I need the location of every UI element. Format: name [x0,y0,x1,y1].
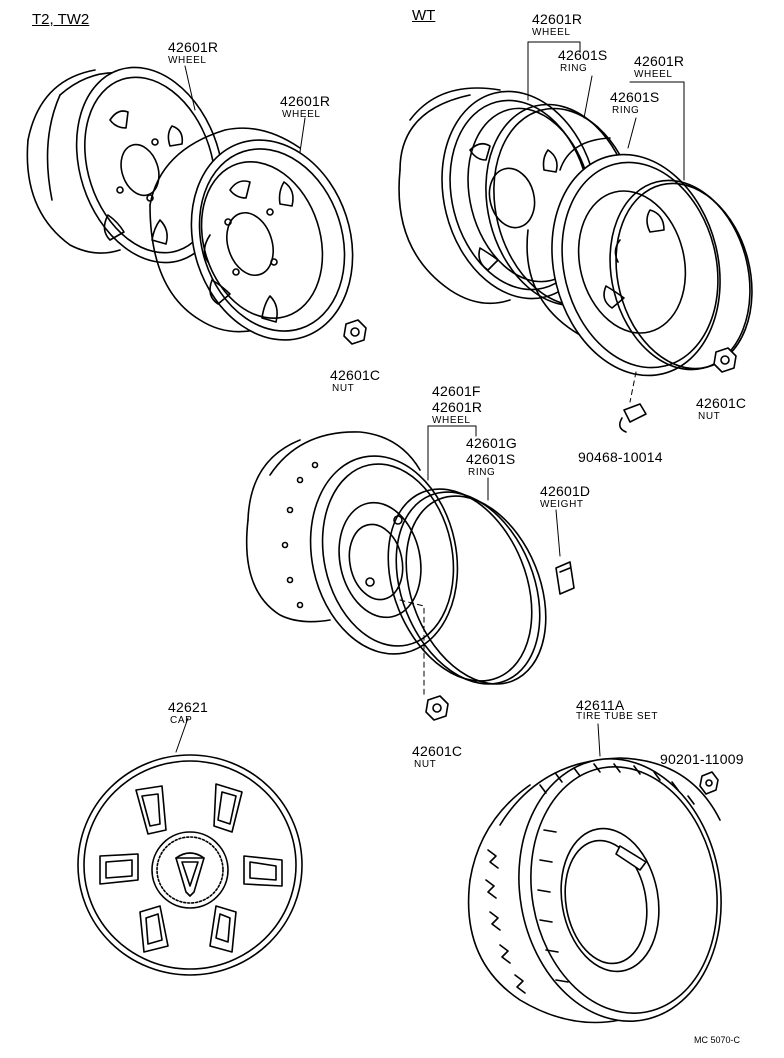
hub-cap [77,717,303,976]
mid-wheel [245,431,459,655]
mid-ring [387,488,547,685]
tr-ring1-name: RING [560,63,588,74]
mid-nut [399,599,449,721]
mid-nut-part-number: 42601C [412,743,463,759]
mid-weight-name: WEIGHT [540,499,584,510]
cap-part-number: 42621 [168,699,208,715]
tl-leader-wheel1 [184,65,196,111]
tl-wheel1-name: WHEEL [168,55,207,66]
tl-nut-part-number: 42601C [330,367,381,383]
tr-wheel1-part-number: 42601R [532,11,583,27]
tl-wheel1-part-number: 42601R [168,39,219,55]
tr-nut-part-number: 42601C [696,395,747,411]
valve-nut [699,771,719,795]
tl-wheel2-part-number: 42601R [280,93,331,109]
mid-ring-part-number-1: 42601G [466,435,518,451]
mid-nut-name: NUT [414,759,437,770]
mid-wheel-name: WHEEL [432,415,471,426]
mid-wheel-part-number-2: 42601R [432,399,483,415]
tr-clip-part-number: 90468-10014 [578,449,663,465]
tr-leaders [527,41,685,181]
tire-part-number: 42611A [576,697,625,713]
tr-wheel2-part-number: 42601R [634,53,685,69]
tire [467,723,722,1024]
tr-ring2-part-number: 42601S [610,89,660,105]
tl-wheel2-name: WHEEL [282,109,321,120]
tire-name: TIRE TUBE SET [576,711,659,722]
tl-nut-name: NUT [332,383,355,394]
tr-ring-2 [609,179,753,371]
tr-front-wheel [526,137,721,377]
valve-nut-part-number: 90201-11009 [660,751,744,767]
mid-ring-name: RING [468,467,496,478]
tl-rear-disc-wheel [26,66,225,264]
tr-nut-name: NUT [698,411,721,422]
tr-wheel2-name: WHEEL [634,69,673,80]
header-t2-tw2: T2, TW2 [32,11,90,28]
tr-ring1-part-number: 42601S [558,47,608,63]
tl-front-disc-wheel [149,127,354,341]
mid-weight-part-number: 42601D [540,483,591,499]
mid-weight [555,561,575,595]
mid-leaders [427,425,561,557]
tr-wheel1-name: WHEEL [532,27,571,38]
mid-wheel-part-number-1: 42601F [432,383,481,399]
tr-valve-clip [618,371,647,433]
header-wt: WT [412,7,436,24]
cap-name: CAP [170,715,193,726]
drawing-code: MC 5070-C [694,1035,741,1045]
mid-ring-part-number-2: 42601S [466,451,516,467]
tr-nut [713,347,737,373]
tl-nut [343,319,367,345]
tr-ring2-name: RING [612,105,640,116]
tl-leader-wheel2 [299,117,306,153]
